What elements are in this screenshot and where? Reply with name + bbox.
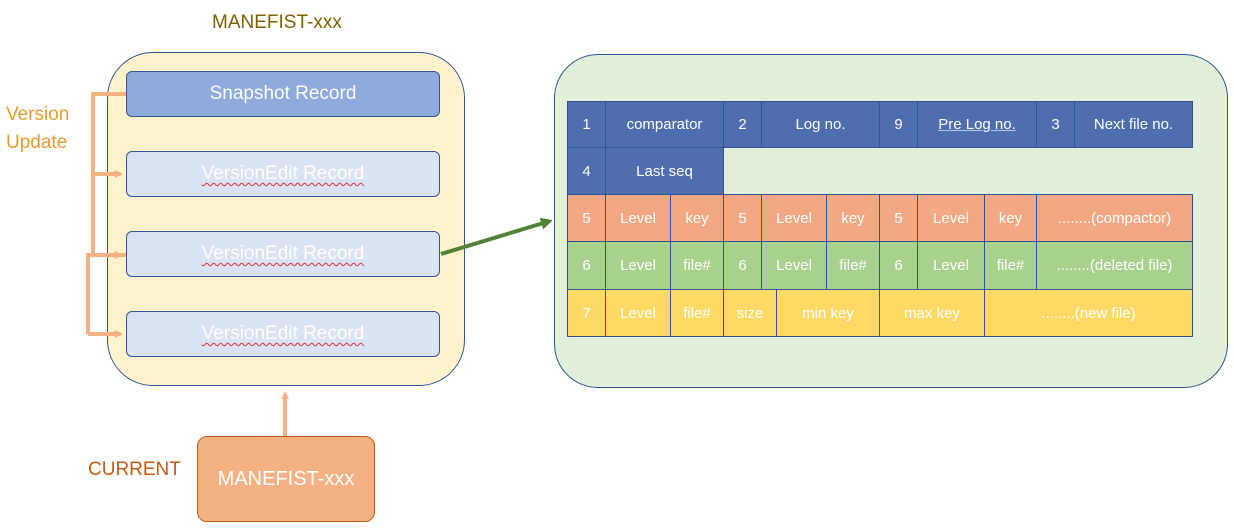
version-edit-record-2-label: VersionEdit Record <box>201 243 365 264</box>
field-name-cell: comparator <box>605 101 724 148</box>
pre-log-label: Pre Log no. <box>938 116 1016 133</box>
manifest-title: MANEFIST-xxx <box>212 12 342 33</box>
field-name-cell: size <box>723 289 777 337</box>
current-label: CURRENT <box>88 459 181 480</box>
version-edit-record-1: VersionEdit Record <box>126 151 440 197</box>
field-name-cell: Level <box>605 194 671 242</box>
field-id-cell: 3 <box>1036 101 1075 148</box>
field-name-cell: Level <box>605 289 671 337</box>
version-update-bracket <box>86 92 126 338</box>
version-update-line-2: Update <box>6 132 68 153</box>
field-name-cell: Level <box>917 241 985 290</box>
field-id-cell: 2 <box>723 101 762 148</box>
detail-pointer-arrow <box>440 217 553 256</box>
field-name-cell: Next file no. <box>1074 101 1193 148</box>
field-id-cell: 1 <box>567 101 606 148</box>
version-edit-record-3: VersionEdit Record <box>126 311 440 357</box>
current-manifest-box: MANEFIST-xxx <box>197 436 375 522</box>
field-name-cell: Level <box>761 241 827 290</box>
field-id-cell: 5 <box>879 194 918 242</box>
snapshot-record: Snapshot Record <box>126 71 440 117</box>
field-name-cell: Pre Log no. <box>917 101 1037 148</box>
field-id-cell: 5 <box>567 194 606 242</box>
current-manifest-label: MANEFIST-xxx <box>217 467 355 490</box>
field-name-cell: max key <box>879 289 985 337</box>
field-name-cell: ........(new file) <box>984 289 1193 337</box>
field-name-cell: Last seq <box>605 147 724 195</box>
version-update-line-1: Version <box>6 104 70 125</box>
field-name-cell: key <box>670 194 724 242</box>
version-edit-record-3-label: VersionEdit Record <box>201 323 365 344</box>
version-update-label: Version Update <box>6 101 69 157</box>
snapshot-record-label: Snapshot Record <box>209 83 357 104</box>
field-name-cell: file# <box>670 289 724 337</box>
field-name-cell: ........(deleted file) <box>1036 241 1193 290</box>
version-edit-record-2: VersionEdit Record <box>126 231 440 277</box>
field-name-cell: min key <box>776 289 880 337</box>
field-id-cell: 6 <box>879 241 918 290</box>
field-name-cell: Level <box>917 194 985 242</box>
version-edit-record-1-label: VersionEdit Record <box>201 163 365 184</box>
field-name-cell: key <box>826 194 880 242</box>
field-name-cell: Log no. <box>761 101 880 148</box>
